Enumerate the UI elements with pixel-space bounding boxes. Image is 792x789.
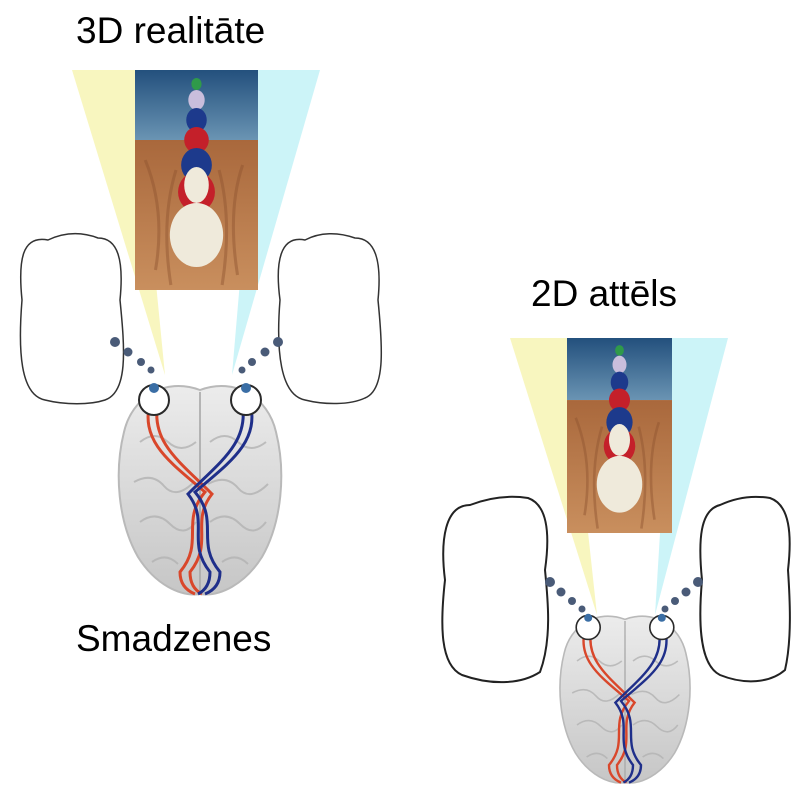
brain-icon-2d — [560, 614, 690, 783]
bowling-pins-icon — [135, 70, 258, 290]
left-eye-view-2d — [440, 495, 555, 687]
right-dots-2d — [662, 577, 704, 613]
image-2d-label: 2D attēls — [531, 275, 677, 312]
right-eye-view — [276, 232, 386, 404]
left-dots-2d — [545, 577, 586, 613]
right-eye-view-2d — [698, 495, 792, 687]
left-eye-view — [18, 232, 128, 404]
bowling-pins-icon-2d — [567, 338, 672, 533]
brain-label: Smadzenes — [76, 620, 271, 657]
image-2d-scene — [440, 338, 792, 783]
left-dots — [110, 337, 155, 374]
right-dots — [239, 337, 284, 374]
reality-3d-label: 3D realitāte — [76, 12, 265, 49]
brain-icon — [119, 383, 282, 594]
reality-3d-scene — [18, 70, 386, 594]
